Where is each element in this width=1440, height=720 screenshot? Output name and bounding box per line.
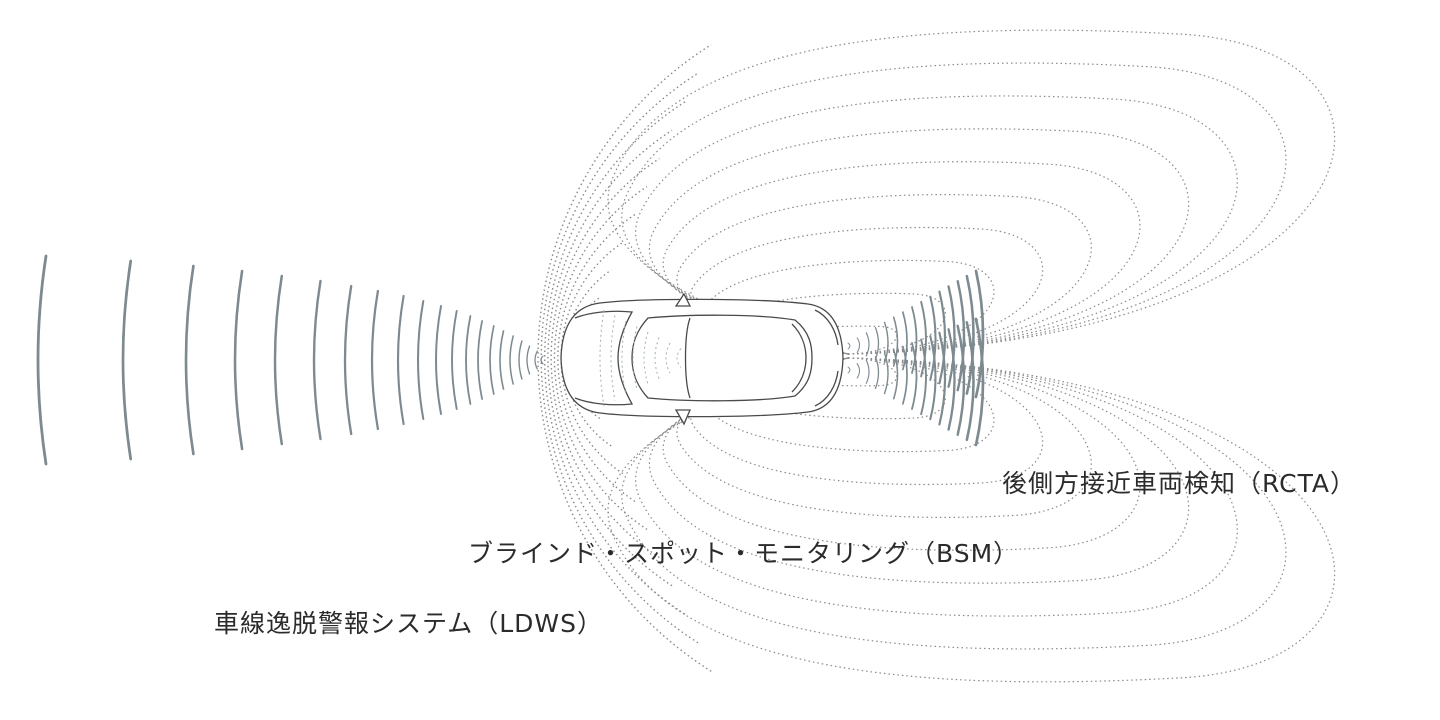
bsm-loop-lower [607, 357, 1336, 683]
ldws-dotted-arc [553, 186, 648, 530]
front-light-wave [643, 331, 649, 385]
rcta-rear-arc-upper [865, 332, 870, 357]
ldws-solid-arc [465, 315, 472, 405]
bsm-loop-upper [621, 62, 1287, 355]
rcta-rear-arc-upper [902, 311, 908, 371]
ldws-solid-arc [396, 294, 405, 426]
ldws-solid-arc [534, 350, 538, 370]
car-mirror-right [674, 409, 691, 426]
rcta-rear-arc-lower [974, 317, 985, 447]
rcta-rear-arc-lower [947, 328, 956, 431]
front-light-wave [610, 315, 616, 401]
rcta-rear-arc-lower [892, 349, 899, 400]
ldws-solid-arc [509, 335, 514, 385]
rcta-rear-arc-upper [920, 300, 927, 378]
rcta-label: 後側方接近車両検知（RCTA） [1002, 469, 1357, 498]
front-light-wave [676, 348, 682, 368]
ldws-dotted-arc [537, 44, 712, 672]
rcta-rear-arc-upper [956, 280, 966, 392]
rcta-rear-arc-upper [965, 274, 975, 395]
rcta-rear-arc-lower [865, 359, 870, 384]
ldws-solid-arc [540, 355, 544, 365]
front-light-wave [599, 309, 605, 407]
rcta-rear-arc-lower [938, 331, 947, 426]
ldws-solid-arcs [36, 254, 544, 466]
ldws-solid-arc [343, 284, 353, 436]
front-light-wave [654, 337, 660, 379]
car-mirror-left [674, 292, 692, 307]
rcta-rear-arc-upper [874, 326, 880, 360]
rcta-rear-arc-lower [856, 363, 861, 379]
rcta-rear-arc-lower [911, 342, 918, 410]
ldws-solid-arc [499, 330, 505, 390]
rcta-rear-arc-upper [847, 342, 851, 350]
ldws-solid-arc [477, 320, 483, 400]
bsm-loop-upper [718, 292, 946, 355]
front-light-wave [665, 342, 671, 374]
rcta-rear-arc-lower [920, 338, 927, 416]
front-sensor-light-waves [599, 309, 682, 407]
ldws-solid-arc [489, 325, 495, 395]
car-hood-line [574, 310, 634, 406]
bsm-rcta-detection-loops [607, 29, 1336, 683]
ldws-solid-arc [526, 345, 531, 375]
ldws-solid-arc [233, 269, 244, 451]
car-roof-line [684, 317, 691, 399]
ldws-solid-arc [370, 289, 380, 431]
bsm-loop-upper [690, 226, 1044, 355]
ldws-solid-arc [451, 310, 458, 410]
ldws-solid-arc [121, 259, 133, 461]
car-rear-window [791, 323, 807, 393]
rcta-rear-arc-lower [929, 335, 937, 421]
rcta-rear-arc-lower [956, 324, 966, 436]
bsm-label: ブラインド・スポット・モニタリング（BSM） [468, 539, 1020, 568]
front-light-wave [632, 326, 638, 390]
rcta-rear-arc-upper [883, 321, 889, 364]
bsm-loop-lower [690, 357, 1044, 486]
rcta-rear-arc-upper [856, 337, 861, 353]
ldws-dotted-arc [547, 129, 673, 587]
bsm-loop-upper [649, 128, 1190, 355]
ldws-solid-arc [273, 274, 284, 446]
car-tail-top [814, 309, 839, 346]
rcta-rear-arc-upper [892, 316, 899, 367]
bsm-loop-lower [621, 357, 1287, 650]
rcta-rear-arc-upper [938, 290, 947, 385]
front-light-wave [621, 320, 627, 396]
rcta-rear-arc-lower [902, 345, 908, 405]
rcta-rear-arc-upper [947, 285, 956, 388]
rcta-rear-arc-upper [911, 306, 918, 374]
car-tail-bottom [814, 370, 839, 407]
ldws-solid-arc [435, 305, 442, 415]
ldws-dotted-arc [557, 214, 636, 502]
rcta-rear-arc-lower [874, 356, 880, 390]
rcta-rear-arc-lower [847, 366, 851, 374]
ldws-solid-arc [417, 299, 425, 421]
rcta-rear-arc-lower [965, 321, 975, 442]
ldws-solid-arc [184, 264, 195, 456]
rcta-rear-arc-upper [929, 295, 937, 381]
ldws-solid-arc [312, 279, 322, 441]
ldws-label: 車線逸脱警報システム（LDWS） [214, 609, 604, 638]
ldws-solid-arc [36, 254, 48, 466]
bsm-loop-upper [607, 29, 1336, 355]
car-top-view [560, 292, 844, 426]
car-cabin [631, 314, 813, 402]
ldws-solid-arc [518, 340, 523, 380]
rcta-rear-arc-lower [883, 352, 889, 395]
rcta-rear-arc-upper [974, 269, 985, 399]
bsm-loop-lower [718, 357, 946, 420]
rcta-rear-solid-arcs [847, 269, 985, 447]
